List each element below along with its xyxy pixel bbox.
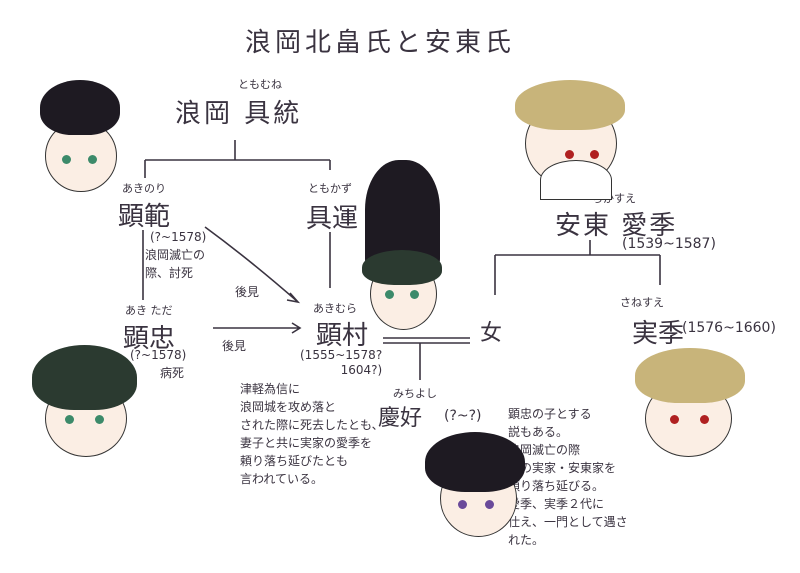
akitada-note: 病死 <box>160 366 185 380</box>
michiyoshi-dates: (?~?) <box>444 408 482 424</box>
chikasue-name: 安東 愛季 <box>555 211 678 241</box>
akitada-name: 顕忠 <box>123 324 176 354</box>
michiyoshi-name: 慶好 <box>378 406 423 431</box>
sanesue-kana: さねすえ <box>620 296 664 309</box>
arrow-akitada-akimura <box>213 322 302 334</box>
line-chikasue-children <box>494 240 661 295</box>
akimura-note: 津軽為信に 浪岡城を攻め落と された際に死去したとも、 妻子と共に実家の愛季を … <box>240 382 384 486</box>
akimura-dates: (1555~1578? 1604?) <box>300 348 383 377</box>
woman-name: 女 <box>480 321 503 346</box>
guardian-label-1: 後見 <box>235 285 260 299</box>
guardian-label-2: 後見 <box>222 339 247 353</box>
chikasue-dates: (1539~1587) <box>622 236 716 252</box>
akinori-note: 浪岡滅亡の 際、討死 <box>145 248 206 280</box>
page-title: 浪岡北畠氏と安東氏 <box>245 28 516 58</box>
tomomune-kana: ともむね <box>238 78 282 91</box>
sanesue-dates: (1576~1660) <box>682 320 776 336</box>
tomokazu-kana: ともかず <box>308 182 352 195</box>
akinori-kana: あきのり <box>122 182 166 195</box>
line-tomomune-down <box>144 140 331 178</box>
akitada-kana: あき ただ <box>125 304 173 317</box>
akimura-kana: あきむら <box>313 302 357 315</box>
arrow-akinori-akimura <box>204 226 301 304</box>
akinori-name: 顕範 <box>118 202 171 232</box>
tomokazu-name: 具運 <box>306 204 359 234</box>
akimura-name: 顕村 <box>316 321 369 351</box>
akinori-dates: (?~1578) <box>150 230 207 244</box>
tomomune-name: 浪岡 具統 <box>175 99 303 129</box>
michiyoshi-kana: みちよし <box>393 387 437 400</box>
marriage-line <box>383 337 470 344</box>
sanesue-name: 実季 <box>632 319 685 349</box>
michiyoshi-note: 顕忠の子とする 説もある。 浪岡滅亡の際 母の実家・安東家を 頼り落ち延びる。 … <box>508 407 628 547</box>
akitada-dates: (?~1578) <box>130 348 187 362</box>
